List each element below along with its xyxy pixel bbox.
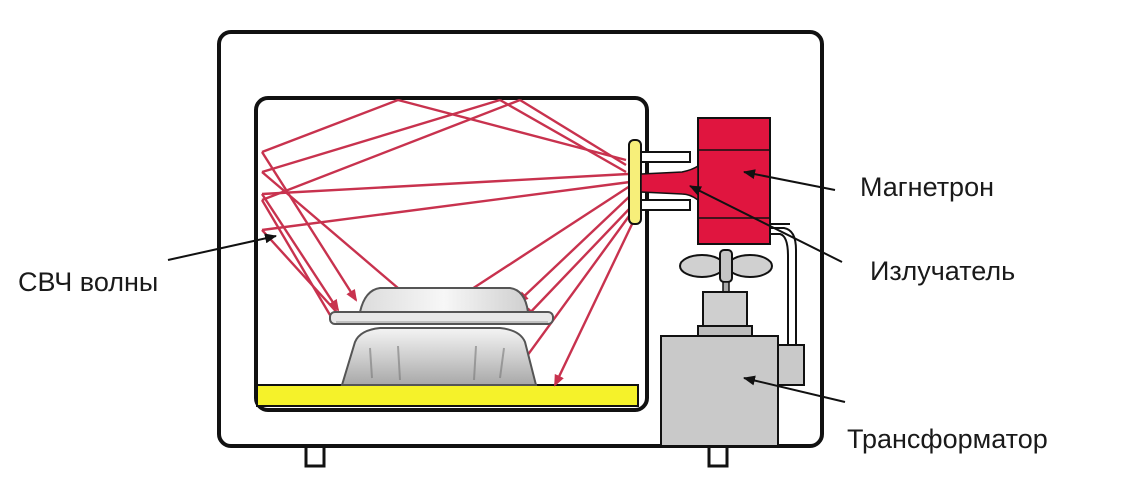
glass-dish-icon [329, 287, 554, 386]
turntable-tray [256, 384, 639, 407]
foot-left [304, 444, 326, 468]
label-magnetron: Магнетрон [860, 172, 994, 202]
transformer [660, 291, 805, 447]
cooking-chamber [254, 96, 649, 412]
magnetron [640, 117, 797, 345]
label-pointers [167, 169, 846, 403]
label-emitter: Излучатель [870, 256, 1015, 286]
foot-right [707, 444, 729, 468]
fan-icon [679, 249, 773, 293]
label-waves: СВЧ волны [18, 267, 158, 297]
microwave-rays [260, 98, 636, 387]
label-transformer: Трансформатор [847, 424, 1048, 454]
